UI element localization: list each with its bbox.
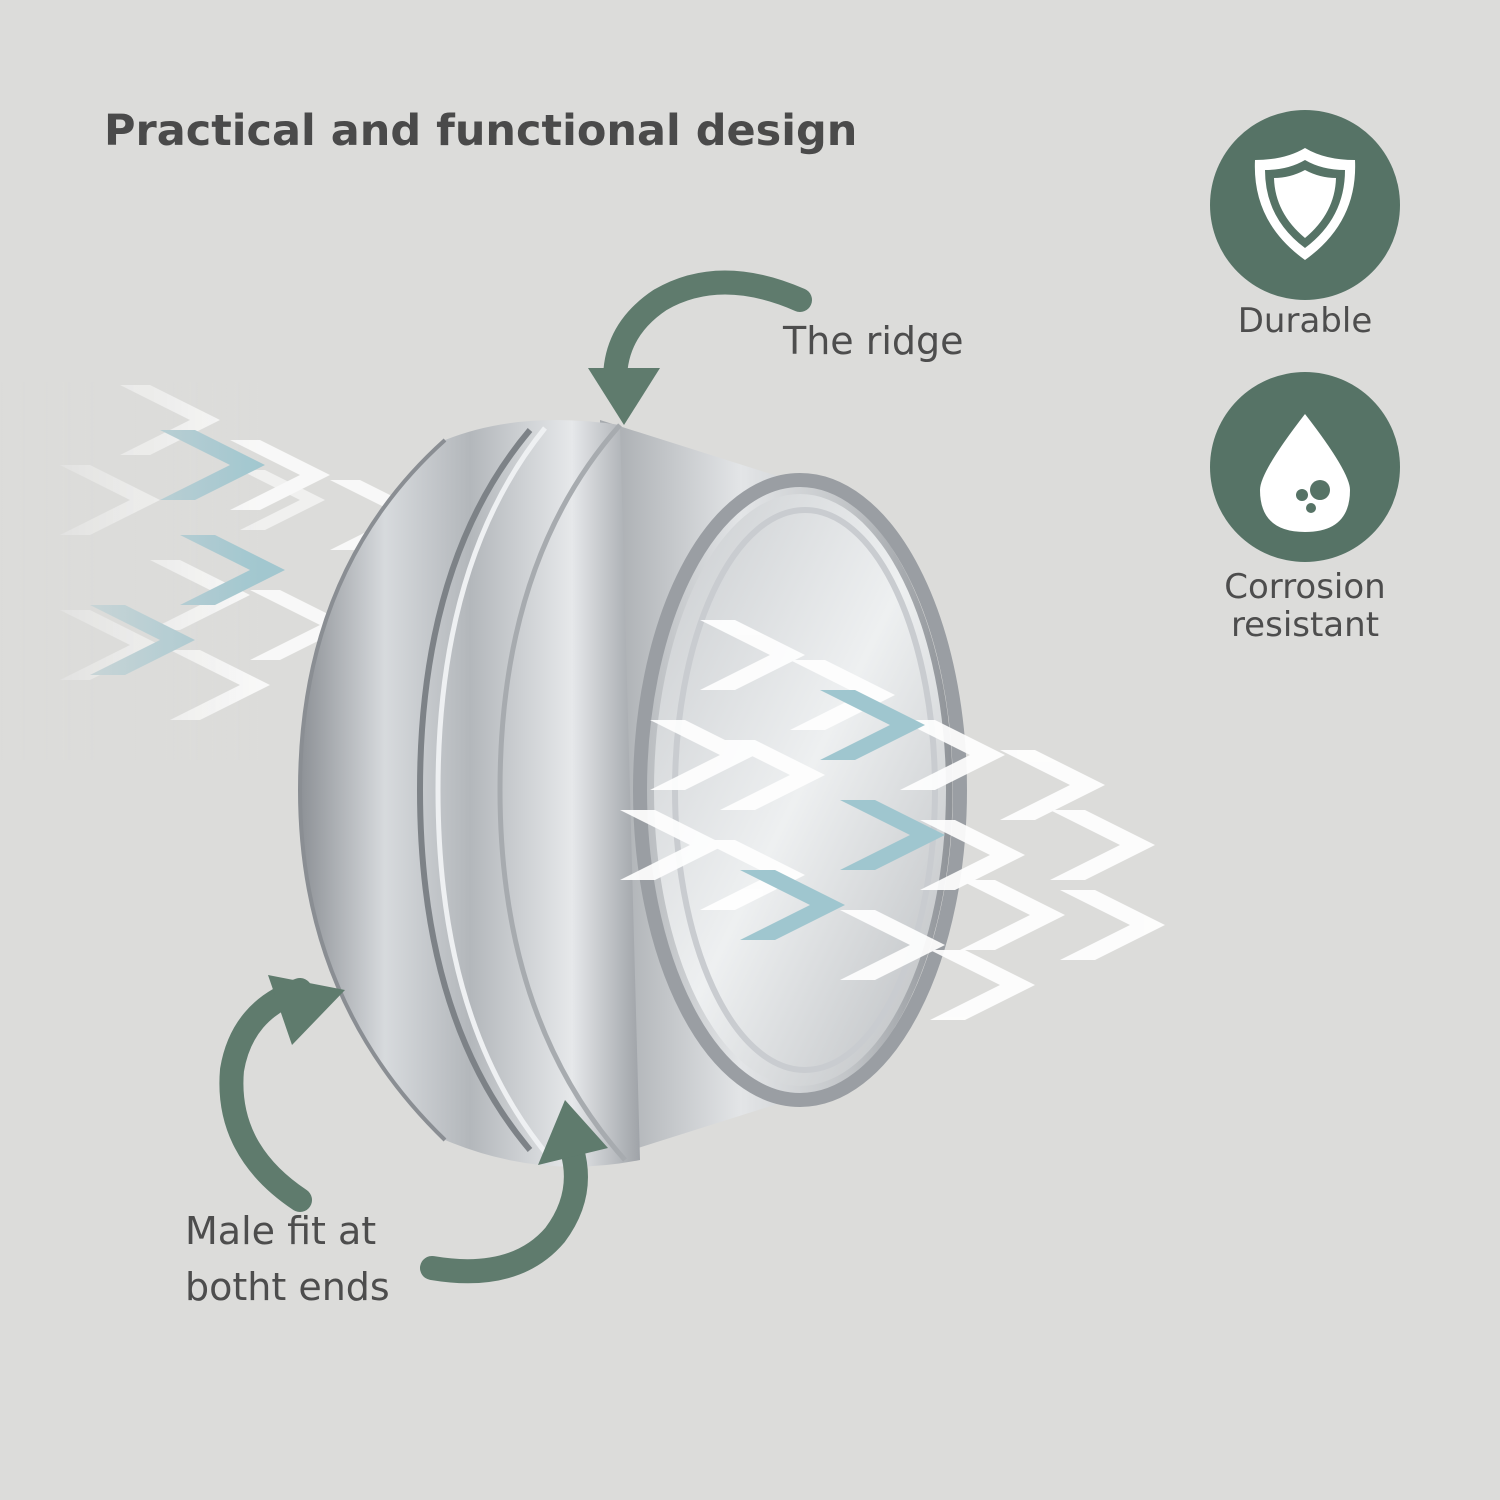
corrosion-label-line2: resistant — [1230, 605, 1380, 645]
ridge-callout: The ridge — [783, 318, 964, 364]
male-fit-arrow-right — [420, 1100, 608, 1284]
durable-badge — [1210, 110, 1400, 300]
male-fit-line1: Male fit at — [185, 1209, 377, 1253]
ridge-arrow — [588, 270, 812, 425]
corrosion-label: Corrosion resistant — [1175, 568, 1435, 644]
corrosion-label-line1: Corrosion — [1224, 567, 1386, 607]
male-fit-line2: botht ends — [185, 1265, 390, 1309]
shield-icon — [1254, 148, 1356, 260]
male-fit-callout: Male fit at botht ends — [185, 1208, 390, 1310]
airflow-chevrons-right — [620, 620, 1165, 1020]
duct-connector — [297, 420, 967, 1167]
ridge-callout-text: The ridge — [783, 319, 964, 363]
male-fit-arrow-left — [219, 975, 345, 1212]
water-drop-icon — [1260, 414, 1350, 532]
airflow-chevrons-left — [0, 360, 430, 760]
corrosion-badge — [1210, 372, 1400, 562]
durable-label: Durable — [1237, 301, 1373, 341]
page-title: Practical and functional design — [104, 106, 858, 156]
